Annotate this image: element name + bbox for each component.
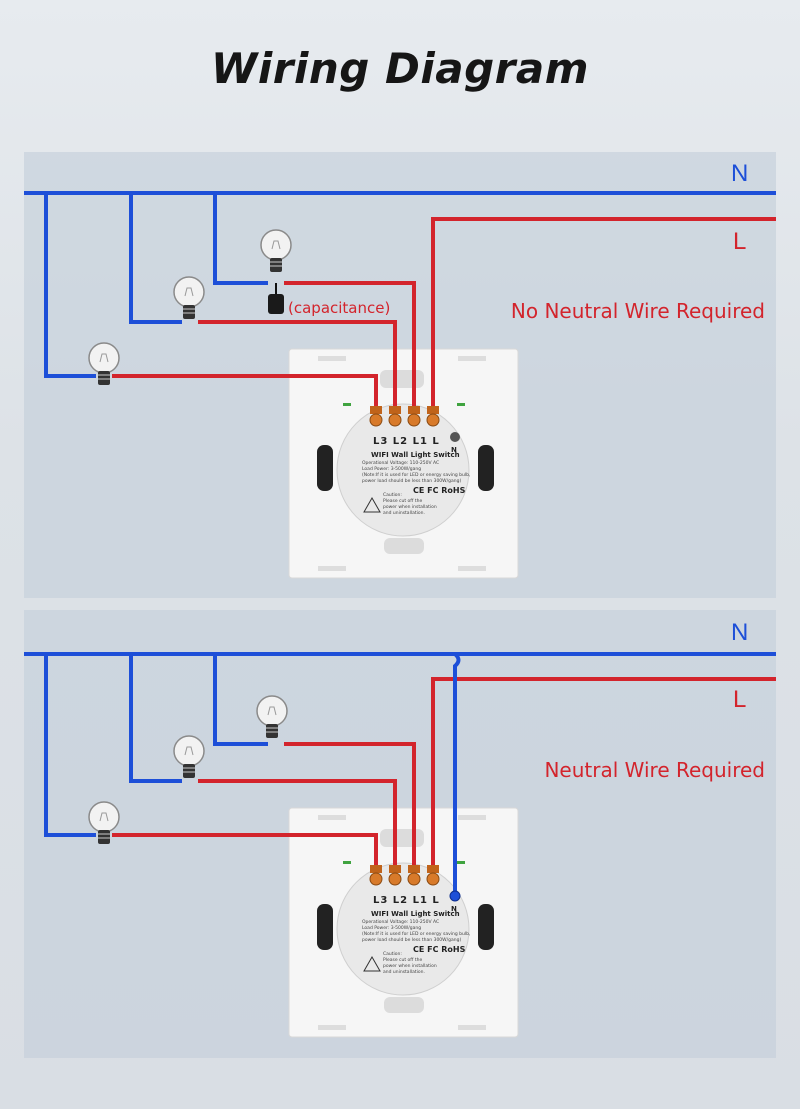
neutral-label: N bbox=[731, 619, 749, 646]
spec-line-1: Operational Voltage: 110-250V AC bbox=[362, 461, 440, 466]
live-line bbox=[431, 677, 776, 872]
terminal-screws bbox=[369, 406, 440, 427]
terminal-labels: L3 L2 L1 L bbox=[373, 895, 440, 906]
live-label: L bbox=[733, 228, 747, 255]
bulb-icon bbox=[260, 229, 292, 272]
bulb-icon bbox=[256, 695, 288, 738]
neutral-terminal-mark: N bbox=[451, 905, 457, 913]
terminal-screws bbox=[369, 865, 440, 886]
spec-line-4: power load should be less than 300W/gang… bbox=[362, 938, 462, 943]
no-neutral-note: No Neutral Wire Required bbox=[510, 299, 765, 323]
certification-marks: CE FC RoHS bbox=[413, 486, 466, 495]
product-name: WIFI Wall Light Switch bbox=[371, 910, 460, 918]
page-title: Wiring Diagram bbox=[211, 44, 589, 93]
neutral-terminal-mark: N bbox=[451, 446, 457, 454]
certification-marks: CE FC RoHS bbox=[413, 945, 466, 954]
neutral-to-switch-wire bbox=[453, 652, 461, 895]
bulb-icon bbox=[173, 735, 205, 778]
switch-plate bbox=[288, 807, 519, 1038]
load-wire-l2 bbox=[198, 779, 397, 872]
load-wire-l1 bbox=[284, 742, 416, 872]
neutral-drop-lamp-1 bbox=[44, 193, 96, 378]
load-wire-l2 bbox=[198, 320, 397, 413]
spec-line-3: (Note:If it is used for LED or energy sa… bbox=[362, 932, 471, 937]
neutral-drop-lamp-2 bbox=[129, 654, 182, 783]
spec-line-4: power load should be less than 300W/gang… bbox=[362, 479, 462, 484]
caution-line-1: Caution: bbox=[383, 952, 402, 957]
neutral-drop-lamp-1 bbox=[44, 654, 96, 837]
live-line bbox=[431, 217, 776, 413]
load-wire-l3 bbox=[112, 833, 378, 872]
bulb-icon bbox=[88, 801, 120, 844]
spec-line-1: Operational Voltage: 110-250V AC bbox=[362, 920, 440, 925]
neutral-drop-lamp-3 bbox=[213, 193, 268, 285]
caution-line-3: power when installation bbox=[383, 964, 437, 969]
caution-line-4: and uninstallation. bbox=[383, 970, 425, 975]
bulb-icon bbox=[173, 276, 205, 319]
neutral-required-note: Neutral Wire Required bbox=[544, 758, 765, 782]
caution-line-1: Caution: bbox=[383, 493, 402, 498]
neutral-label: N bbox=[731, 160, 749, 187]
spec-line-3: (Note:If it is used for LED or energy sa… bbox=[362, 473, 471, 478]
load-wire-l3 bbox=[112, 374, 378, 413]
caution-line-2: Please cut off the bbox=[383, 499, 423, 504]
spec-line-2: Load Power: 3-500W/gang bbox=[362, 926, 422, 931]
spec-line-2: Load Power: 3-500W/gang bbox=[362, 467, 422, 472]
live-label: L bbox=[733, 686, 747, 713]
caution-line-3: power when installation bbox=[383, 505, 437, 510]
caution-line-4: and uninstallation. bbox=[383, 511, 425, 516]
neutral-drop-lamp-2 bbox=[129, 193, 182, 324]
bulb-icon bbox=[88, 342, 120, 385]
load-wire-l1 bbox=[284, 281, 416, 413]
capacitance-label: (capacitance) bbox=[288, 299, 391, 317]
caution-line-2: Please cut off the bbox=[383, 958, 423, 963]
neutral-drop-lamp-3 bbox=[213, 654, 268, 746]
product-name: WIFI Wall Light Switch bbox=[371, 451, 460, 459]
capacitor bbox=[268, 283, 284, 314]
terminal-labels: L3 L2 L1 L bbox=[373, 436, 440, 447]
